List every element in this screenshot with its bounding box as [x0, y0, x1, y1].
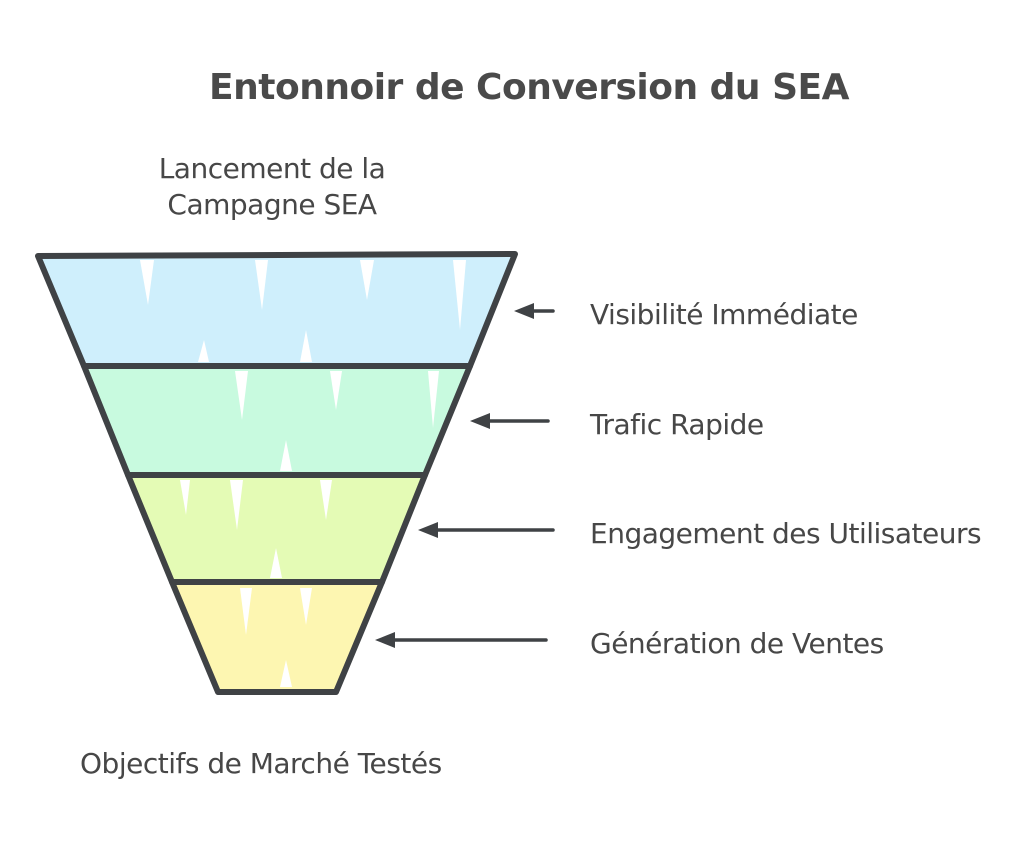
page-title: Entonnoir de Conversion du SEA — [209, 67, 849, 108]
stage-label-visibilite: Visibilité Immédiate — [590, 298, 858, 331]
texture-wedges-stage-2 — [235, 371, 439, 471]
funnel-stage-4-shape — [169, 579, 385, 695]
arrow-stage-4 — [375, 632, 548, 648]
arrow-stage-2 — [470, 413, 550, 429]
funnel-stage-1-shape — [35, 251, 518, 369]
texture-wedges-stage-1 — [140, 260, 466, 362]
funnel-top-label: Lancement de la Campagne SEA — [158, 152, 386, 221]
funnel-bottom-label: Objectifs de Marché Testés — [80, 747, 442, 780]
arrow-stage-3 — [418, 522, 555, 538]
arrow-stage-1 — [514, 303, 555, 319]
funnel-stage-2-shape — [81, 363, 473, 478]
stage-label-trafic: Trafic Rapide — [590, 408, 764, 441]
stage-label-engagement: Engagement des Utilisateurs — [590, 517, 982, 550]
texture-wedges-stage-4 — [240, 588, 312, 687]
stage-label-generation: Génération de Ventes — [590, 627, 884, 660]
texture-wedges-stage-3 — [180, 480, 332, 578]
